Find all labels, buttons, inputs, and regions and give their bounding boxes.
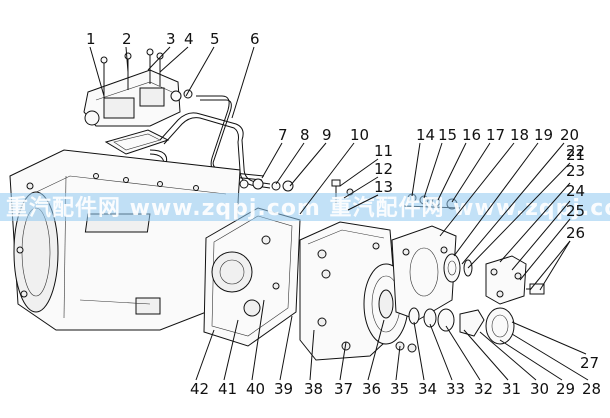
callout-label-18: 18 [510, 126, 529, 144]
callout-label-37: 37 [334, 380, 353, 398]
callout-leader-2 [125, 46, 129, 73]
callout-label-9: 9 [322, 126, 332, 144]
callout-leader-5 [185, 46, 215, 97]
callout-leader-7 [261, 142, 283, 179]
callout-leader-3 [147, 46, 171, 71]
callout-label-2: 2 [122, 30, 132, 48]
callout-label-28: 28 [582, 380, 601, 398]
callout-label-7: 7 [278, 126, 288, 144]
callout-leader-28 [511, 333, 589, 381]
callout-leader-19 [453, 142, 539, 257]
callout-leader-6 [231, 46, 255, 119]
callout-label-42: 42 [190, 380, 209, 398]
callout-label-1: 1 [86, 30, 96, 48]
callout-leader-25 [529, 240, 571, 291]
callout-label-21: 21 [566, 146, 585, 164]
callout-label-27: 27 [580, 354, 599, 372]
watermark-text: 重汽配件网 www.zqpj.com 重汽配件网 www.zqpj.com [6, 195, 610, 221]
sensor-bolt [526, 283, 545, 295]
callout-label-17: 17 [486, 126, 505, 144]
pipe-fittings [239, 178, 294, 192]
callout-label-3: 3 [166, 30, 176, 48]
callout-label-40: 40 [246, 380, 265, 398]
callout-leader-10 [299, 142, 355, 215]
callout-leader-18 [439, 142, 515, 237]
callout-leader-24 [519, 218, 571, 281]
washers-seals [395, 307, 515, 353]
callout-leader-21 [467, 162, 571, 269]
callouts-bottom: 42 41 40 39 38 37 36 35 34 33 32 31 30 29 28 27 [190, 299, 601, 398]
callout-label-11: 11 [374, 142, 393, 160]
callout-label-35: 35 [390, 380, 409, 398]
callout-leader-9 [289, 142, 327, 187]
callout-leader-16 [437, 142, 467, 201]
callout-label-30: 30 [530, 380, 549, 398]
callout-leader-11 [339, 158, 379, 187]
callout-label-33: 33 [446, 380, 465, 398]
callout-label-36: 36 [362, 380, 381, 398]
callout-label-12: 12 [374, 160, 393, 178]
callout-label-14: 14 [416, 126, 435, 144]
callout-leader-42 [195, 329, 215, 381]
callout-label-39: 39 [274, 380, 293, 398]
output-cover [485, 255, 527, 305]
callout-leader-15 [423, 142, 443, 199]
callout-leader-39 [279, 315, 293, 381]
callout-label-38: 38 [304, 380, 323, 398]
callout-leader-40 [251, 299, 265, 381]
callout-label-16: 16 [462, 126, 481, 144]
control-valve-assembly [83, 48, 193, 127]
callout-leader-31 [463, 329, 509, 381]
callout-leader-30 [479, 331, 537, 381]
callout-label-22: 22 [566, 142, 585, 160]
callout-label-23: 23 [566, 162, 585, 180]
callout-leader-17 [451, 142, 491, 203]
callout-leader-22 [499, 182, 571, 263]
callout-label-25: 25 [566, 202, 585, 220]
callout-leader-41 [223, 319, 239, 381]
callout-label-15: 15 [438, 126, 457, 144]
callout-label-32: 32 [474, 380, 493, 398]
callout-label-31: 31 [502, 380, 521, 398]
callout-leader-12 [343, 176, 379, 199]
callout-leader-36 [367, 319, 385, 381]
valve-gasket [104, 129, 170, 155]
callout-leader-13 [347, 194, 379, 211]
callout-leader-26 [539, 240, 571, 291]
callout-leader-38 [309, 329, 315, 381]
callout-leader-33 [429, 323, 453, 381]
callout-leader-20 [461, 142, 565, 265]
callout-leader-4 [159, 46, 189, 73]
callout-leader-29 [499, 339, 563, 381]
callout-leader-32 [445, 325, 481, 381]
callout-leader-14 [411, 142, 421, 197]
callout-leader-1 [89, 46, 105, 97]
callout-label-8: 8 [300, 126, 310, 144]
callout-label-20: 20 [560, 126, 579, 144]
callout-leader-8 [275, 142, 305, 185]
callout-label-41: 41 [218, 380, 237, 398]
callout-label-6: 6 [250, 30, 260, 48]
callout-label-24: 24 [566, 182, 585, 200]
callout-label-19: 19 [534, 126, 553, 144]
callout-leader-34 [413, 321, 425, 381]
callout-leader-23 [511, 200, 571, 271]
callout-label-4: 4 [184, 30, 194, 48]
callout-leader-27 [511, 321, 587, 355]
callout-leader-37 [339, 341, 347, 381]
callout-label-29: 29 [556, 380, 575, 398]
intermediate-gasket-frame [203, 207, 301, 347]
callout-label-13: 13 [374, 178, 393, 196]
callout-label-26: 26 [566, 224, 585, 242]
callout-label-34: 34 [418, 380, 437, 398]
callout-label-5: 5 [210, 30, 220, 48]
callout-leader-35 [395, 345, 401, 381]
rear-cover-plate [391, 225, 457, 321]
callout-label-10: 10 [350, 126, 369, 144]
